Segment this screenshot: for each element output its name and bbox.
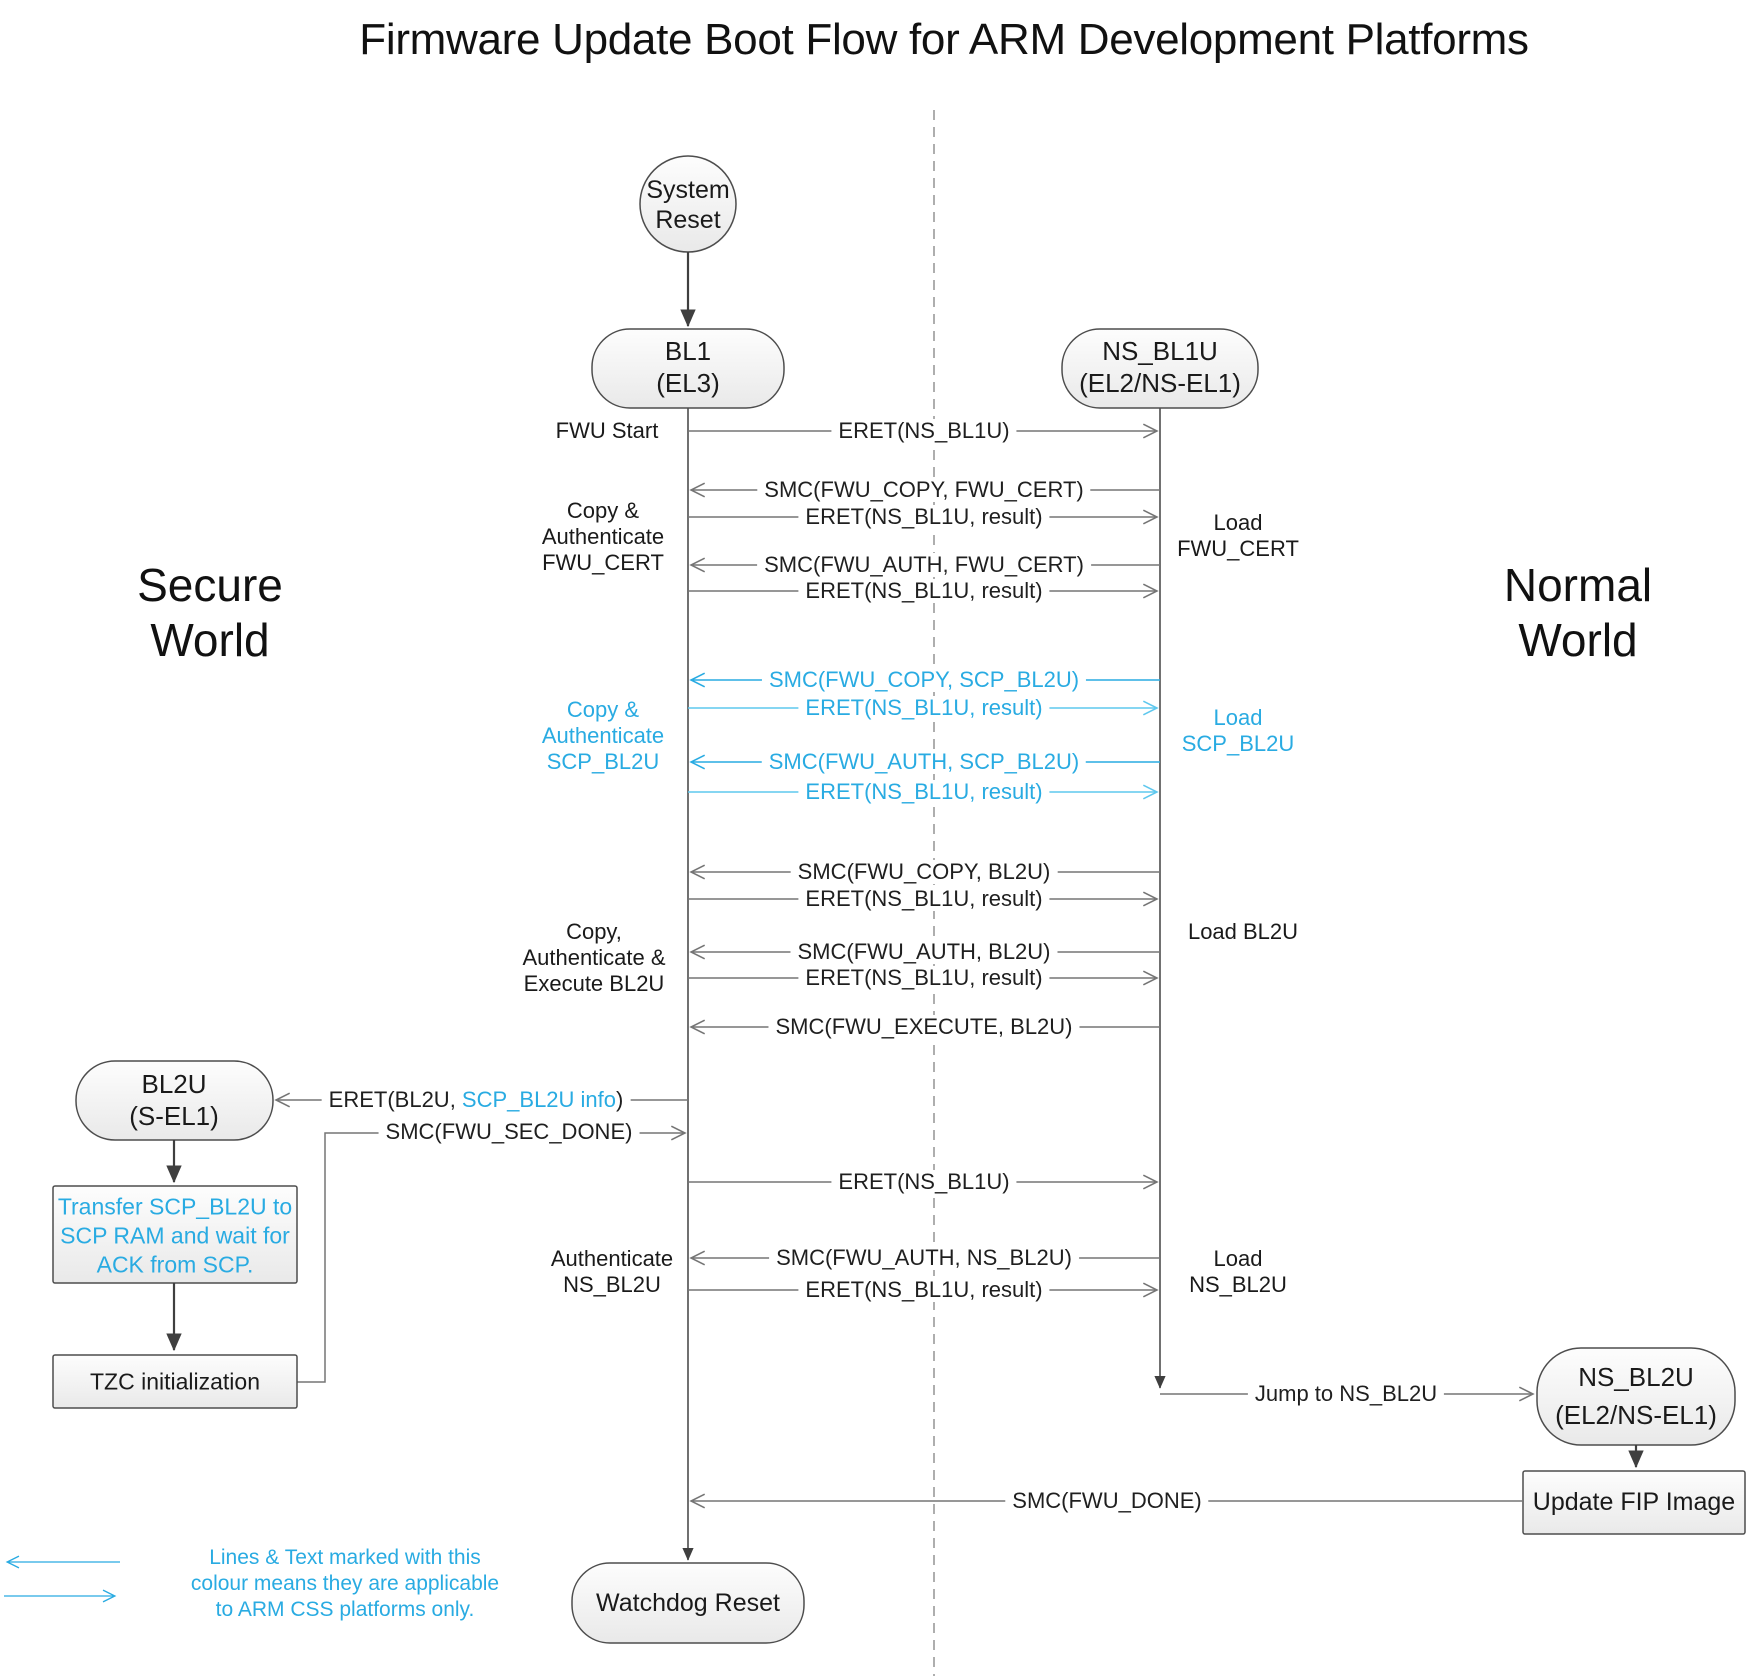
msg-smc-execute-bl2u: SMC(FWU_EXECUTE, BL2U) xyxy=(768,1015,1080,1039)
label-fwu-start: FWU Start xyxy=(555,418,659,443)
label-load-ns-bl2u: Load NS_BL2U xyxy=(1189,1246,1287,1298)
update-fip-box-shape xyxy=(1522,1470,1746,1535)
copy-auth-exec-bl2u-line2: Authenticate & xyxy=(522,945,666,970)
msg-eret-result-4: ERET(NS_BL1U, result) xyxy=(798,780,1050,804)
label-load-bl2u: Load BL2U xyxy=(1187,919,1299,944)
ns-bl1u-line2: (EL2/NS-EL1) xyxy=(1079,368,1241,398)
copy-auth-scp-bl2u-line1: Copy & xyxy=(566,697,640,722)
legend-note: Lines & Text marked with this colour mea… xyxy=(191,1545,499,1623)
ns-bl2u-line2: (EL2/NS-EL1) xyxy=(1555,1400,1717,1430)
label-auth-ns-bl2u: Authenticate NS_BL2U xyxy=(551,1246,673,1298)
load-ns-bl2u-line2: NS_BL2U xyxy=(1189,1272,1287,1297)
system-reset-line2: Reset xyxy=(655,206,721,234)
legend-line1: Lines & Text marked with this xyxy=(209,1546,481,1569)
bl1-line2: (EL3) xyxy=(656,368,720,398)
msg-smc-auth-scp-bl2u: SMC(FWU_AUTH, SCP_BL2U) xyxy=(761,750,1087,774)
transfer-line3: ACK from SCP. xyxy=(96,1251,254,1278)
node-bl1: BL1 (EL3) xyxy=(656,335,720,399)
msg-smc-auth-bl2u: SMC(FWU_AUTH, BL2U) xyxy=(790,940,1058,964)
bl2u-line2: (S-EL1) xyxy=(129,1101,219,1131)
watchdog-node-shape xyxy=(571,1562,805,1644)
ns-bl2u-line1: NS_BL2U xyxy=(1578,1362,1694,1392)
copy-auth-fwu-cert-line1: Copy & xyxy=(566,498,640,523)
normal-world-line2: World xyxy=(1518,614,1638,666)
transfer-box-text: Transfer SCP_BL2U to SCP RAM and wait fo… xyxy=(58,1193,292,1280)
msg-eret-bl2u-prefix: ERET(BL2U, xyxy=(328,1087,462,1112)
load-scp-bl2u-line2: SCP_BL2U xyxy=(1181,731,1295,756)
transfer-line2: SCP RAM and wait for xyxy=(60,1222,290,1249)
node-system-reset: System Reset xyxy=(646,175,729,235)
tzc-box-shape xyxy=(52,1354,298,1409)
msg-eret-ns-bl1u-2: ERET(NS_BL1U) xyxy=(831,1170,1017,1194)
secure-world-line2: World xyxy=(150,614,270,666)
node-ns-bl2u: NS_BL2U (EL2/NS-EL1) xyxy=(1555,1358,1717,1434)
copy-auth-exec-bl2u-line3: Execute BL2U xyxy=(523,971,665,996)
secure-world-label: Secure World xyxy=(137,558,283,668)
copy-auth-fwu-cert-line3: FWU_CERT xyxy=(542,550,664,575)
msg-eret-result-7: ERET(NS_BL1U, result) xyxy=(798,1278,1050,1302)
msg-eret-bl2u-info: SCP_BL2U info xyxy=(461,1087,617,1112)
legend-line2: colour means they are applicable xyxy=(190,1572,500,1595)
node-ns-bl1u: NS_BL1U (EL2/NS-EL1) xyxy=(1079,335,1241,399)
copy-auth-fwu-cert-line2: Authenticate xyxy=(541,524,665,549)
node-bl2u: BL2U (S-EL1) xyxy=(129,1068,219,1132)
transfer-line1: Transfer SCP_BL2U to xyxy=(57,1193,293,1220)
normal-world-line1: Normal xyxy=(1503,559,1653,611)
msg-smc-sec-done: SMC(FWU_SEC_DONE) xyxy=(378,1120,640,1144)
msg-eret-result-3: ERET(NS_BL1U, result) xyxy=(798,696,1050,720)
page-title: Firmware Update Boot Flow for ARM Develo… xyxy=(359,15,1529,64)
msg-eret-result-6: ERET(NS_BL1U, result) xyxy=(798,966,1050,990)
msg-eret-bl2u: ERET(BL2U, SCP_BL2U info) xyxy=(321,1087,631,1112)
update-fip-box-text: Update FIP Image xyxy=(1532,1488,1736,1516)
msg-smc-copy-bl2u: SMC(FWU_COPY, BL2U) xyxy=(790,860,1058,884)
msg-eret-ns-bl1u-1: ERET(NS_BL1U) xyxy=(831,419,1017,443)
load-scp-bl2u-line1: Load xyxy=(1213,705,1263,730)
ns-bl1u-node-shape xyxy=(1061,328,1259,409)
label-copy-auth-scp-bl2u: Copy & Authenticate SCP_BL2U xyxy=(542,697,664,775)
msg-smc-fwu-done: SMC(FWU_DONE) xyxy=(1005,1489,1209,1513)
label-load-fwu-cert: Load FWU_CERT xyxy=(1177,510,1299,562)
normal-world-label: Normal World xyxy=(1504,558,1652,668)
copy-auth-scp-bl2u-line3: SCP_BL2U xyxy=(546,749,660,774)
msg-jump-to-ns-bl2u: Jump to NS_BL2U xyxy=(1247,1382,1445,1406)
load-fwu-cert-line1: Load xyxy=(1213,510,1263,535)
load-ns-bl2u-line1: Load xyxy=(1213,1246,1263,1271)
system-reset-line1: System xyxy=(646,176,730,204)
msg-smc-auth-ns-bl2u: SMC(FWU_AUTH, NS_BL2U) xyxy=(769,1246,1079,1270)
copy-auth-exec-bl2u-line1: Copy, xyxy=(566,919,622,944)
copy-auth-scp-bl2u-line2: Authenticate xyxy=(541,723,665,748)
msg-smc-auth-fwu-cert: SMC(FWU_AUTH, FWU_CERT) xyxy=(757,553,1091,577)
secure-world-line1: Secure xyxy=(137,559,283,611)
msg-smc-copy-fwu-cert: SMC(FWU_COPY, FWU_CERT) xyxy=(757,478,1091,502)
tzc-box-text: TZC initialization xyxy=(90,1368,260,1395)
bl1-line1: BL1 xyxy=(664,336,712,366)
auth-ns-bl2u-line2: NS_BL2U xyxy=(563,1272,661,1297)
bl2u-line1: BL2U xyxy=(141,1069,207,1099)
node-watchdog: Watchdog Reset xyxy=(596,1589,780,1617)
legend-line3: to ARM CSS platforms only. xyxy=(215,1598,475,1621)
auth-ns-bl2u-line1: Authenticate xyxy=(550,1246,674,1271)
label-load-scp-bl2u: Load SCP_BL2U xyxy=(1182,705,1295,757)
load-fwu-cert-line2: FWU_CERT xyxy=(1177,536,1299,561)
label-copy-auth-exec-bl2u: Copy, Authenticate & Execute BL2U xyxy=(522,919,665,997)
bl1-node-shape xyxy=(591,328,785,409)
msg-smc-copy-scp-bl2u: SMC(FWU_COPY, SCP_BL2U) xyxy=(761,668,1087,692)
msg-eret-result-1: ERET(NS_BL1U, result) xyxy=(798,505,1050,529)
msg-eret-result-5: ERET(NS_BL1U, result) xyxy=(798,887,1050,911)
label-copy-auth-fwu-cert: Copy & Authenticate FWU_CERT xyxy=(542,498,664,576)
msg-eret-result-2: ERET(NS_BL1U, result) xyxy=(798,579,1050,603)
ns-bl1u-line1: NS_BL1U xyxy=(1102,336,1218,366)
msg-eret-bl2u-suffix: ) xyxy=(616,1087,624,1112)
